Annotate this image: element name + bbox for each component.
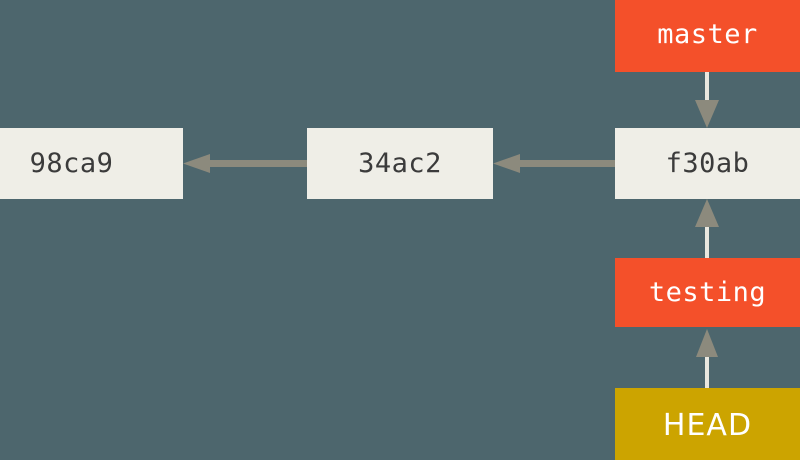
branch-label: testing [648, 277, 767, 308]
arrow-f30ab-to-34ac2 [493, 154, 615, 173]
branch-node-testing[interactable]: testing [615, 258, 800, 327]
arrow-master-to-f30ab [695, 72, 719, 128]
branch-node-master[interactable]: master [615, 0, 800, 72]
commit-node-34ac2[interactable]: 34ac2 [307, 128, 493, 199]
commit-label: f30ab [665, 148, 750, 179]
head-label: HEAD [662, 407, 753, 443]
commit-label: 98ca9 [29, 148, 114, 179]
commit-node-f30ab[interactable]: f30ab [615, 128, 800, 199]
head-node[interactable]: HEAD [615, 388, 800, 460]
commit-label: 34ac2 [358, 148, 442, 179]
arrow-testing-to-f30ab [695, 199, 719, 258]
arrow-34ac2-to-98ca9 [183, 154, 307, 173]
arrow-head-to-testing [696, 329, 718, 388]
branch-label: master [657, 18, 758, 50]
commit-node-98ca9[interactable]: 98ca9 [0, 128, 183, 199]
